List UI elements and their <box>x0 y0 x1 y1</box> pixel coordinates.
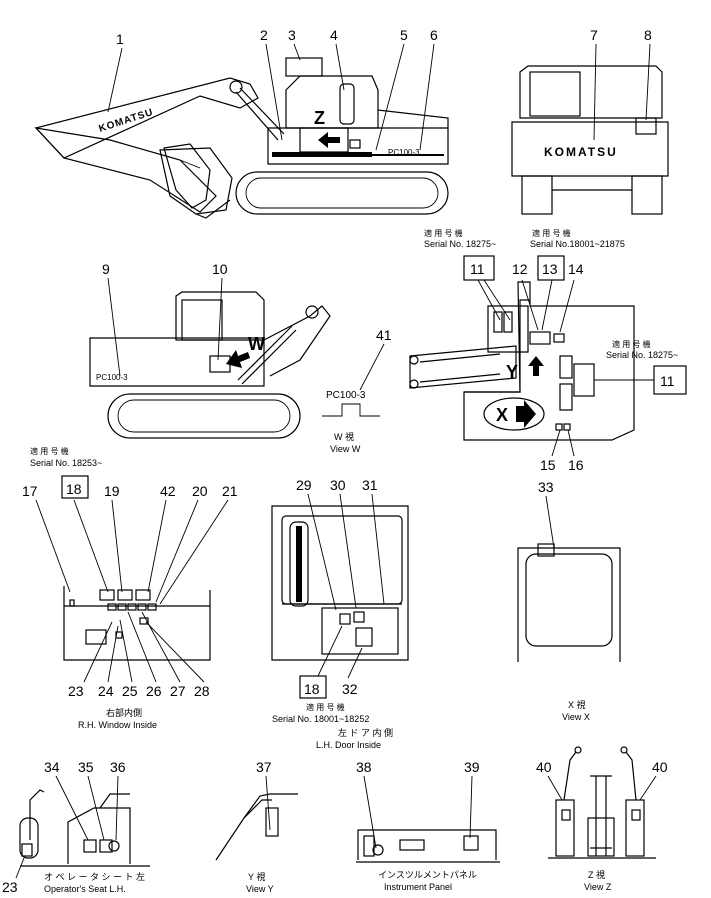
callout-2: 2 <box>260 27 268 43</box>
callout-37: 37 <box>256 759 272 775</box>
callout-40-left: 40 <box>536 759 552 775</box>
view-y: 37 Y 視 View Y <box>215 759 298 894</box>
z-marker: Z <box>314 108 325 128</box>
serial-jp-3: 適 用 号 機 <box>612 339 651 349</box>
callout-14: 14 <box>568 261 584 277</box>
callout-4: 4 <box>330 27 338 43</box>
callout-21: 21 <box>222 483 238 499</box>
callout-8: 8 <box>644 27 652 43</box>
callout-23-seat: 23 <box>2 879 18 895</box>
serial-18001-21875: Serial No.18001~21875 <box>530 239 625 249</box>
callout-18-rh: 18 <box>66 481 82 497</box>
rh-window-inside: 適 用 号 機 Serial No. 18253~ 17 18 19 42 20… <box>22 446 238 730</box>
callout-41: 41 <box>376 327 392 343</box>
machine-top-view: 適 用 号 機 Serial No. 18275~ 適 用 号 機 Serial… <box>409 228 687 473</box>
w-marker: W <box>248 334 265 354</box>
callout-32: 32 <box>342 681 358 697</box>
instrument-panel-view: 38 39 インスツルメントパネル Instrument Panel <box>356 759 500 892</box>
callout-29: 29 <box>296 477 312 493</box>
callout-18-lh: 18 <box>304 681 320 697</box>
callout-19: 19 <box>104 483 120 499</box>
rh-window-label: R.H. Window Inside <box>78 720 157 730</box>
callout-11-right: 11 <box>660 373 675 389</box>
callout-23-rh: 23 <box>68 683 84 699</box>
callout-40-right: 40 <box>652 759 668 775</box>
callout-27: 27 <box>170 683 186 699</box>
pc100-label: PC100-3 <box>326 390 366 401</box>
serial-jp-1: 適 用 号 機 <box>424 228 463 238</box>
callout-12: 12 <box>512 261 528 277</box>
callout-25: 25 <box>122 683 138 699</box>
callout-17: 17 <box>22 483 38 499</box>
view-x-label: View X <box>562 712 590 722</box>
callout-34: 34 <box>44 759 60 775</box>
callout-36: 36 <box>110 759 126 775</box>
serial-jp-2: 適 用 号 機 <box>532 228 571 238</box>
callout-24: 24 <box>98 683 114 699</box>
callout-31: 31 <box>362 477 378 493</box>
callout-38: 38 <box>356 759 372 775</box>
callout-9: 9 <box>102 261 110 277</box>
operator-seat-view: 34 35 36 23 オ ペ レ ー タ シ ー ト 左 Operator's… <box>2 759 150 895</box>
callout-26: 26 <box>146 683 162 699</box>
callout-5: 5 <box>400 27 408 43</box>
view-x-jp-label: X 視 <box>568 699 586 710</box>
serial-jp-4: 適 用 号 機 <box>30 446 69 456</box>
callout-30: 30 <box>330 477 346 493</box>
serial-18001-18252: Serial No. 18001~18252 <box>272 714 369 724</box>
callout-16: 16 <box>568 457 584 473</box>
seat-jp-label: オ ペ レ ー タ シ ー ト 左 <box>44 871 145 882</box>
lh-door-label: L.H. Door Inside <box>316 740 381 750</box>
callout-35: 35 <box>78 759 94 775</box>
callout-10: 10 <box>212 261 228 277</box>
serial-18253: Serial No. 18253~ <box>30 458 102 468</box>
rear-view: KOMATSU 7 8 <box>511 27 669 215</box>
callout-15: 15 <box>540 457 556 473</box>
callout-1: 1 <box>116 31 124 47</box>
panel-label: Instrument Panel <box>384 882 452 892</box>
callout-11-top: 11 <box>470 261 485 277</box>
excavator-side-view: KOMATSU Z PC100-3 <box>34 75 449 219</box>
x-marker: X <box>496 405 508 425</box>
serial-jp-5: 適 用 号 機 <box>306 702 345 712</box>
callout-13: 13 <box>542 261 558 277</box>
seat-label: Operator's Seat L.H. <box>44 884 126 894</box>
serial-18275-right: Serial No. 18275~ <box>606 350 678 360</box>
serial-18275-top: Serial No. 18275~ <box>424 239 496 249</box>
view-w-detail: 41 PC100-3 W 視 View W <box>322 327 392 454</box>
callout-20: 20 <box>192 483 208 499</box>
lh-door-jp-label: 左 ド ア 内 側 <box>338 727 393 738</box>
lh-door-inside: 29 30 31 18 32 適 用 号 機 Serial No. 18001~… <box>271 477 409 750</box>
panel-jp-label: インスツルメントパネル <box>378 870 477 880</box>
rh-window-jp-label: 右部内側 <box>106 707 142 718</box>
callout-6: 6 <box>430 27 438 43</box>
view-x: 33 X 視 View X <box>517 479 621 722</box>
view-y-jp-label: Y 視 <box>248 871 265 882</box>
view-z: 40 40 Z 視 View Z <box>536 746 668 892</box>
callout-42: 42 <box>160 483 176 499</box>
view-y-label: View Y <box>246 884 274 894</box>
excavator-w-view: W PC100-3 9 10 <box>89 261 331 439</box>
callout-39: 39 <box>464 759 480 775</box>
view-w-jp-label: W 視 <box>334 431 354 442</box>
callouts-top-left: 1 2 3 4 5 6 <box>107 27 438 151</box>
side-model-badge: PC100-3 <box>388 148 420 157</box>
view-z-label: View Z <box>584 882 612 892</box>
view-w-label: View W <box>330 444 361 454</box>
callout-28: 28 <box>194 683 210 699</box>
rear-brand-text: KOMATSU <box>544 145 618 159</box>
y-marker: Y <box>506 362 518 382</box>
w-model-badge: PC100-3 <box>96 373 128 382</box>
callout-3: 3 <box>288 27 296 43</box>
view-z-jp-label: Z 視 <box>588 869 605 880</box>
callout-7: 7 <box>590 27 598 43</box>
callout-33: 33 <box>538 479 554 495</box>
